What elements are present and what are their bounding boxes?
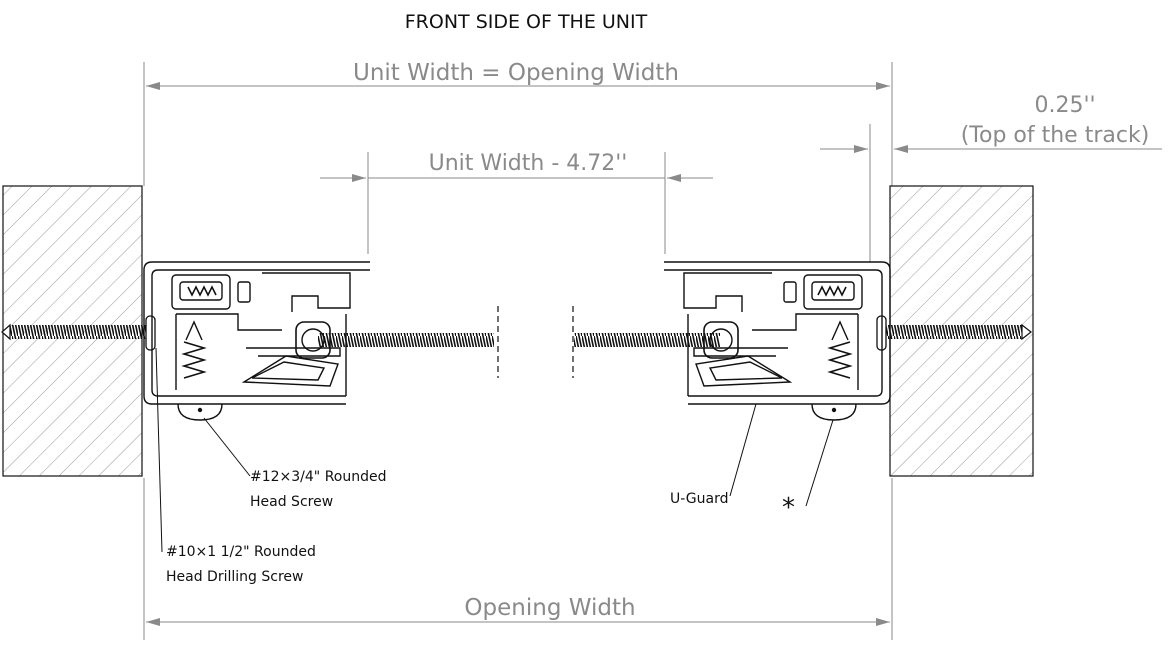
callout-screw-10-line2: Head Drilling Screw bbox=[166, 569, 303, 585]
dim-opening-width bbox=[143, 478, 893, 640]
callout-screw-12-line1: #12×3/4" Rounded bbox=[250, 469, 387, 485]
dim-track-offset bbox=[820, 124, 1162, 262]
dim-opening-width-label: Opening Width bbox=[464, 595, 635, 621]
dim-unit-width-minus-label: Unit Width - 4.72'' bbox=[429, 151, 628, 176]
diagram-title: FRONT SIDE OF THE UNIT bbox=[405, 11, 648, 33]
right-track-profile bbox=[664, 261, 891, 421]
callout-asterisk: * bbox=[782, 493, 795, 523]
callout-screw-12-line2: Head Screw bbox=[250, 494, 333, 510]
dim-unit-width-label: Unit Width = Opening Width bbox=[353, 60, 679, 86]
left-drilling-screw bbox=[1, 315, 156, 351]
callout-screw-10-line1: #10×1 1/2" Rounded bbox=[166, 544, 316, 560]
left-screen-section bbox=[318, 306, 499, 378]
dim-unit-width-minus bbox=[320, 152, 713, 254]
leader-lines bbox=[155, 347, 834, 553]
callout-u-guard: U-Guard bbox=[670, 491, 729, 507]
dim-track-offset-note: (Top of the track) bbox=[961, 123, 1150, 148]
dim-unit-width bbox=[143, 62, 893, 186]
right-drilling-screw bbox=[876, 315, 1032, 351]
right-screen-section bbox=[572, 306, 720, 378]
dim-track-offset-value: 0.25'' bbox=[1034, 93, 1095, 118]
